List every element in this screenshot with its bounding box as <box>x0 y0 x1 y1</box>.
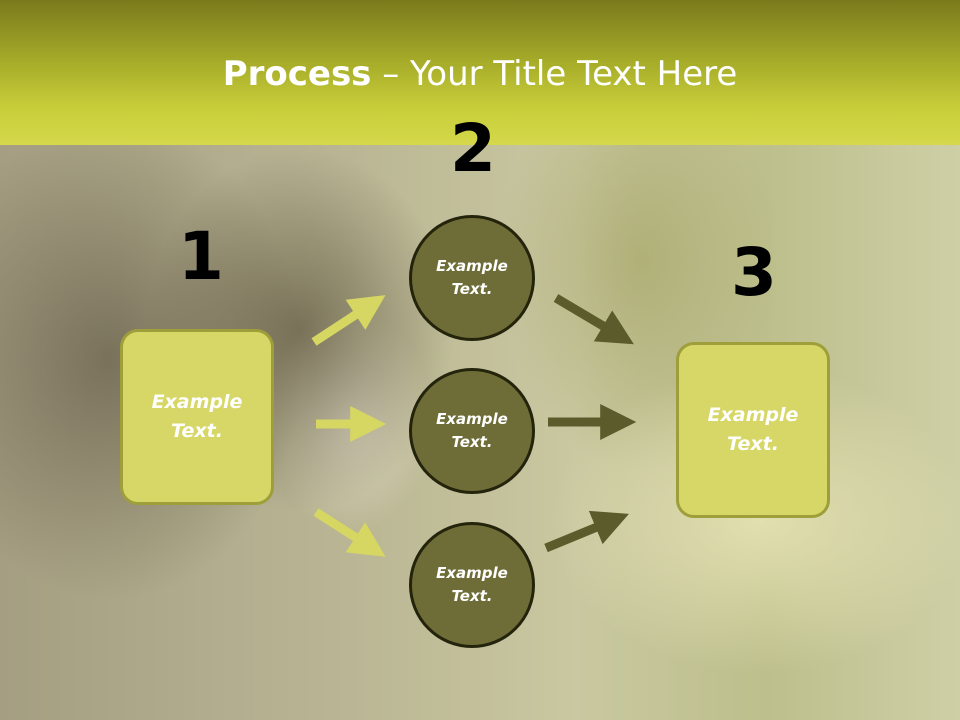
circle-top: Example Text. <box>409 215 535 341</box>
circle-middle-text: Example Text. <box>436 410 508 451</box>
arrow-box1-to-circle3 <box>313 508 386 557</box>
circle-middle: Example Text. <box>409 368 535 494</box>
title-bold: Process <box>222 54 372 94</box>
circle-bottom-text: Example Text. <box>436 564 508 605</box>
step-number-2: 2 <box>450 110 496 187</box>
slide-title: Process – Your Title Text Here <box>0 52 960 96</box>
circle-top-text: Example Text. <box>436 257 508 298</box>
step-number-1: 1 <box>178 218 224 295</box>
right-text-box: Example Text. <box>676 342 830 518</box>
right-box-text: Example Text. <box>707 404 799 455</box>
step-number-3: 3 <box>731 234 777 311</box>
arrow-circle3-to-box3 <box>544 510 629 553</box>
left-text-box: Example Text. <box>120 329 274 505</box>
left-box-text: Example Text. <box>151 391 243 442</box>
title-rest: – Your Title Text Here <box>371 54 738 94</box>
header-band <box>0 0 960 145</box>
arrow-circle1-to-box3 <box>553 294 634 345</box>
circle-bottom: Example Text. <box>409 522 535 648</box>
arrow-box1-to-circle1 <box>311 295 386 346</box>
